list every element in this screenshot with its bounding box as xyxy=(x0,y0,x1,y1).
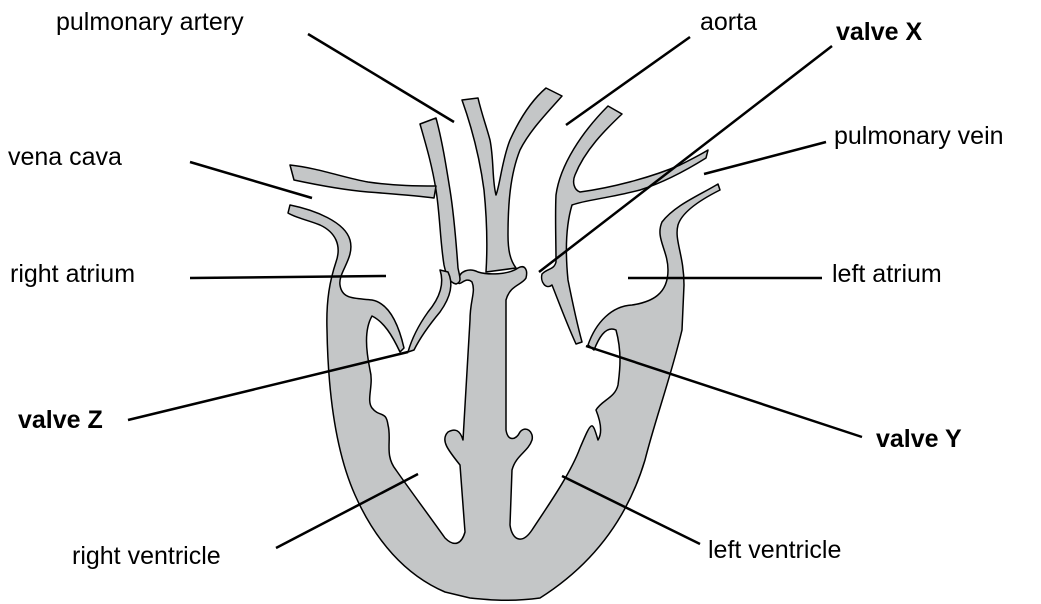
leader-aorta xyxy=(566,37,690,125)
label-left-ventricle: left ventricle xyxy=(708,538,841,563)
leader-pulmonary-artery xyxy=(308,34,454,122)
aorta-vessel xyxy=(462,88,562,272)
pulmonary-artery-vessel xyxy=(420,118,460,284)
label-right-ventricle: right ventricle xyxy=(72,544,221,569)
label-right-atrium: right atrium xyxy=(10,262,135,287)
label-valve-y: valve Y xyxy=(876,427,962,452)
leader-pulmonary-vein xyxy=(704,142,826,174)
vena-cava-upper xyxy=(290,165,436,198)
label-aorta: aorta xyxy=(700,10,757,35)
label-left-atrium: left atrium xyxy=(832,262,942,287)
label-valve-z: valve Z xyxy=(18,408,103,433)
valve-z-leaflet xyxy=(408,270,451,352)
leader-right-atrium xyxy=(190,276,386,278)
label-pulmonary-vein: pulmonary vein xyxy=(834,124,1004,149)
label-pulmonary-artery: pulmonary artery xyxy=(56,10,244,35)
label-vena-cava: vena cava xyxy=(8,145,122,170)
label-valve-x: valve X xyxy=(836,20,922,45)
